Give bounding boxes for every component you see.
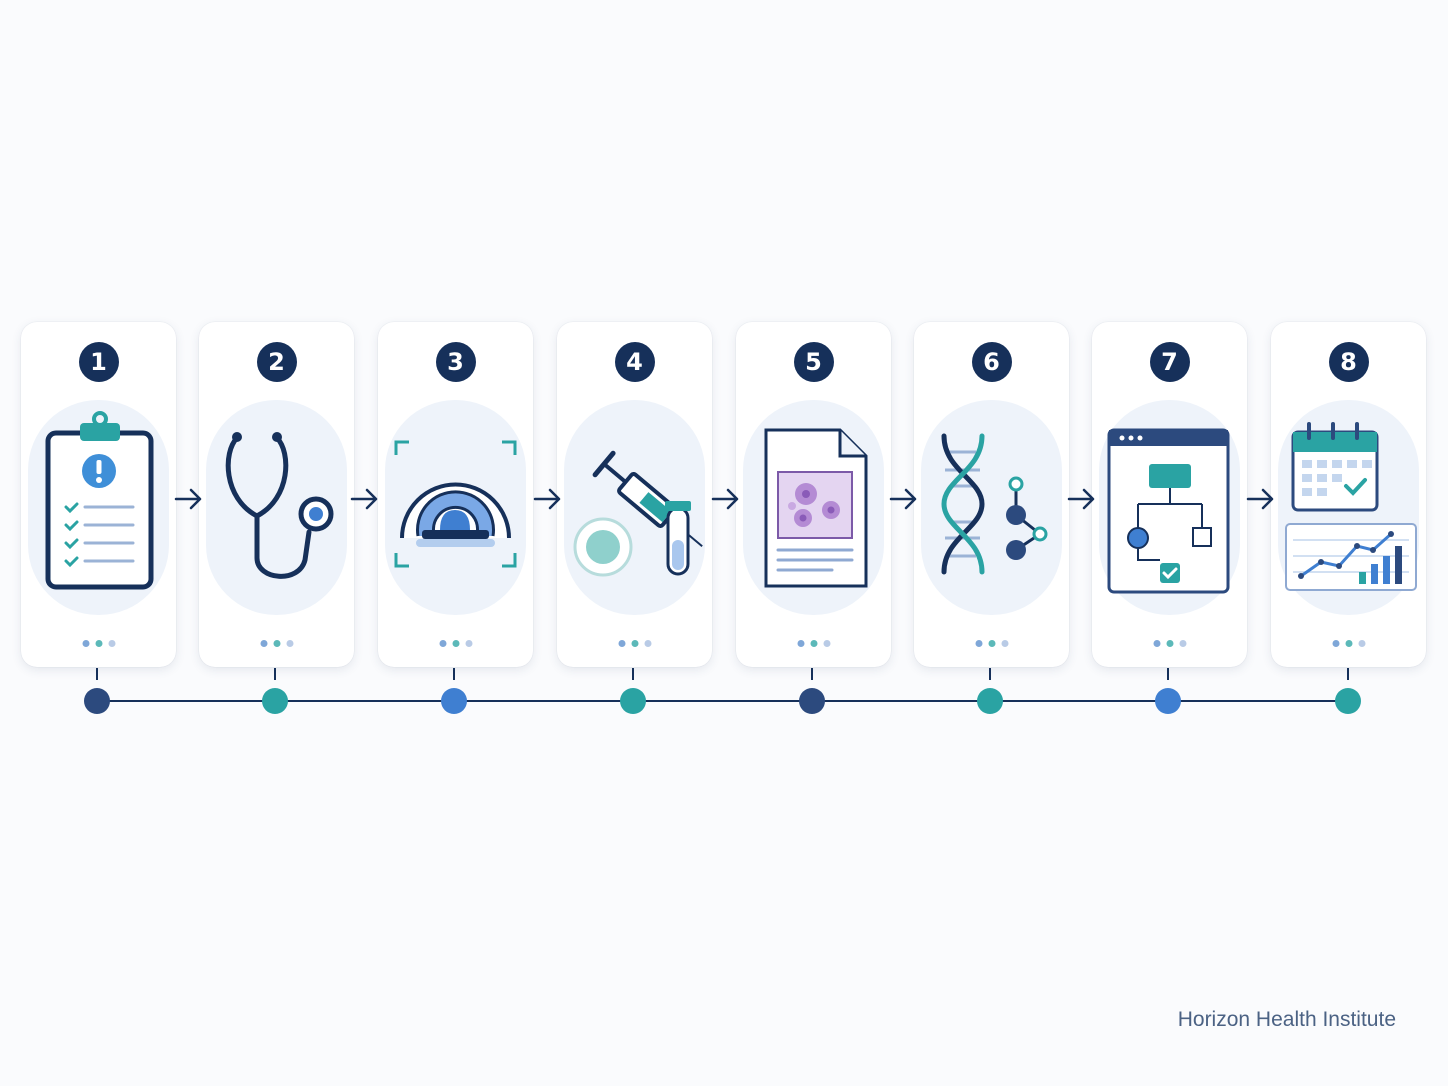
step-card-8: 8 (1271, 322, 1426, 667)
dna-molecule-icon (941, 433, 1048, 575)
step-card-6: 6 (914, 322, 1069, 667)
step-number-1: 1 (78, 342, 119, 382)
arrow-right-icon (711, 488, 739, 510)
step-card-4: 4 (557, 322, 712, 667)
step-card-5: 5 (736, 322, 891, 667)
step-number-7: 7 (1149, 342, 1190, 382)
mri-scanner-icon (394, 440, 517, 568)
arrow-right-icon (889, 488, 917, 510)
step-number-6: 6 (971, 342, 1012, 382)
brand-footer: Horizon Health Institute (1177, 1008, 1396, 1031)
clipboard-alert-icon (45, 411, 154, 590)
timeline (84, 668, 1361, 714)
step-number-4: 4 (614, 342, 655, 382)
step-number-5: 5 (793, 342, 834, 382)
step-number-3: 3 (435, 342, 476, 382)
stethoscope-icon (225, 432, 334, 579)
timeline-node-7 (1155, 688, 1181, 714)
step-card-3: 3 (378, 322, 533, 667)
calendar-chart-icon (1285, 422, 1417, 591)
arrow-right-icon (174, 488, 202, 510)
timeline-node-3 (441, 688, 467, 714)
syringe-sample-icon (573, 450, 703, 577)
timeline-node-8 (1335, 688, 1361, 714)
step-card-1: 1 (21, 322, 176, 667)
arrow-right-icon (533, 488, 561, 510)
timeline-node-1 (84, 688, 110, 714)
treatment-plan-icon (1107, 428, 1230, 594)
timeline-node-5 (799, 688, 825, 714)
step-number-8: 8 (1328, 342, 1369, 382)
step-card-7: 7 (1092, 322, 1247, 667)
arrow-right-icon (1246, 488, 1274, 510)
pathology-report-icon (764, 428, 868, 588)
timeline-node-6 (977, 688, 1003, 714)
timeline-node-4 (620, 688, 646, 714)
timeline-node-2 (262, 688, 288, 714)
arrow-right-icon (1067, 488, 1095, 510)
step-card-2: 2 (199, 322, 354, 667)
step-number-2: 2 (256, 342, 297, 382)
arrow-right-icon (350, 488, 378, 510)
